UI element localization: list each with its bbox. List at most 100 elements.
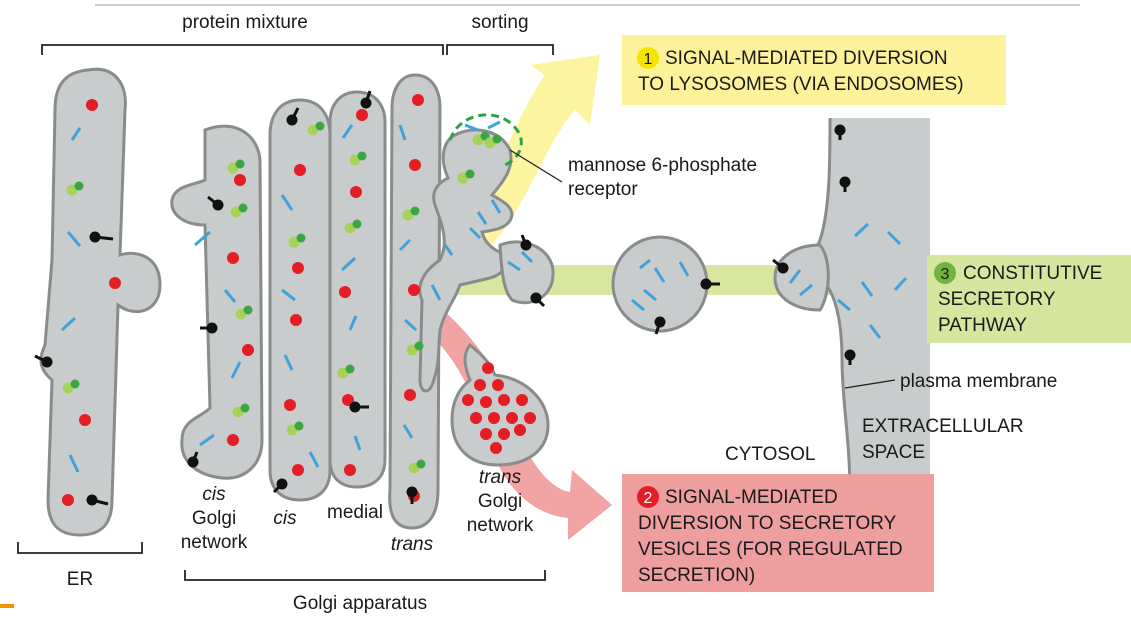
pathway-1-number: 1: [644, 51, 653, 68]
svg-text:network: network: [467, 515, 534, 536]
red-cargo: [62, 494, 74, 506]
red-cargo: [79, 414, 91, 426]
blue-cargo-protein: [490, 199, 502, 214]
golgi-apparatus-bracket: Golgi apparatus: [184, 570, 546, 614]
green-cargo: [296, 233, 306, 243]
protein-mixture-label: protein mixture: [182, 12, 308, 33]
membrane-protein-head: [276, 478, 288, 490]
trans-golgi-network: [418, 128, 514, 393]
blue-cargo-protein: [70, 127, 82, 141]
green-cargo: [315, 121, 325, 131]
blue-cargo-protein: [520, 250, 534, 264]
membrane-protein-head: [360, 97, 372, 109]
pathway-2-badge: [637, 486, 659, 508]
red-cargo: [86, 99, 98, 111]
blue-cargo-protein: [653, 267, 666, 283]
pathway-1-box: 1 SIGNAL-MEDIATED DIVERSION TO LYSOSOMES…: [622, 35, 1006, 105]
blue-cargo-protein: [223, 289, 237, 303]
blue-cargo-protein: [398, 124, 407, 141]
red-cargo: [290, 314, 302, 326]
green-cargo: [294, 421, 304, 431]
red-cargo: [408, 284, 420, 296]
membrane-protein-head: [530, 292, 542, 304]
cis-label: cis: [273, 508, 297, 529]
plasma-membrane-leader: [844, 379, 896, 389]
blue-cargo-protein: [194, 230, 211, 247]
membrane-protein-head: [206, 322, 218, 334]
svg-text:EXTRACELLULAR: EXTRACELLULAR: [862, 416, 1024, 437]
er-bracket: ER: [17, 542, 143, 590]
red-cargo: [470, 412, 482, 424]
blue-cargo-protein: [631, 298, 645, 312]
pathway-2-line-2: DIVERSION TO SECRETORY: [638, 513, 897, 534]
blue-cargo-protein: [348, 315, 358, 331]
red-cargo: [412, 94, 424, 106]
svg-text:SPACE: SPACE: [862, 442, 925, 463]
cis-golgi-network-label: cis Golgi network: [181, 484, 248, 553]
red-cargo: [409, 159, 421, 171]
medial-cisterna: [328, 90, 387, 489]
pathway-2-line-1: SIGNAL-MEDIATED: [665, 487, 838, 508]
pathway-3-line-2: SECRETORY: [938, 289, 1056, 310]
blue-cargo-protein: [68, 454, 80, 473]
blue-cargo-protein: [860, 281, 874, 297]
pathway-1-background: [622, 35, 1006, 105]
membrane-protein-head: [406, 486, 418, 498]
cargo-molecules: [34, 90, 908, 506]
green-cargo: [240, 403, 250, 413]
blue-cargo-protein: [403, 318, 418, 332]
red-cargo: [524, 412, 536, 424]
membrane-protein-head: [839, 176, 851, 188]
blue-cargo-protein: [402, 424, 414, 439]
cis-cisterna: [268, 98, 332, 502]
red-cargo: [480, 396, 492, 408]
blue-cargo-protein: [281, 288, 296, 302]
blue-cargo-protein: [487, 120, 501, 130]
blue-cargo-protein: [639, 258, 651, 270]
blue-cargo-protein: [340, 256, 357, 272]
blue-cargo-protein: [468, 226, 482, 240]
trans-cisterna: [388, 73, 442, 530]
blue-cargo-protein: [199, 433, 215, 447]
blue-cargo-protein: [886, 230, 902, 246]
green-cargo: [70, 379, 80, 389]
blue-cargo-protein: [443, 244, 454, 256]
red-cargo: [339, 286, 351, 298]
blue-cargo-protein: [464, 123, 479, 132]
pathway-3-badge: [934, 262, 956, 284]
green-cargo: [235, 159, 245, 169]
red-cargo: [482, 362, 494, 374]
red-cargo: [404, 389, 416, 401]
medial-label: medial: [327, 502, 383, 523]
membrane-protein-head: [700, 278, 712, 290]
membrane-protein-head: [212, 199, 224, 211]
pathway-2-line-4: SECRETION): [638, 565, 755, 586]
blue-cargo-protein: [398, 238, 412, 252]
red-cargo: [356, 109, 368, 121]
cis-golgi-network-cisterna: [170, 124, 264, 480]
pathway-3-background: [927, 255, 1131, 343]
blue-cargo-protein: [60, 316, 77, 332]
blue-cargo-protein: [678, 261, 690, 277]
red-cargo: [292, 464, 304, 476]
green-cargo: [492, 134, 502, 144]
pathway-1-line-1: SIGNAL-MEDIATED DIVERSION: [665, 48, 948, 69]
pathway-2-box: 2 SIGNAL-MEDIATED DIVERSION TO SECRETORY…: [622, 474, 934, 592]
secretory-storage-vesicle: [450, 342, 550, 467]
green-cargo: [243, 305, 253, 315]
svg-text:trans: trans: [479, 467, 522, 488]
red-cargo: [284, 399, 296, 411]
golgi-apparatus-label: Golgi apparatus: [293, 593, 427, 614]
red-cargo: [506, 412, 518, 424]
pathway-2-number: 2: [644, 490, 653, 507]
svg-text:mannose 6-phosphate: mannose 6-phosphate: [568, 155, 757, 176]
er-label: ER: [67, 569, 93, 590]
svg-text:Golgi: Golgi: [192, 508, 236, 529]
green-cargo: [465, 169, 475, 179]
red-cargo: [480, 428, 492, 440]
red-cargo: [492, 379, 504, 391]
red-cargo: [488, 412, 500, 424]
m6p-leader-line: [509, 149, 563, 183]
pathway-1-line-2: TO LYSOSOMES (VIA ENDOSOMES): [638, 74, 964, 95]
svg-text:network: network: [181, 532, 248, 553]
